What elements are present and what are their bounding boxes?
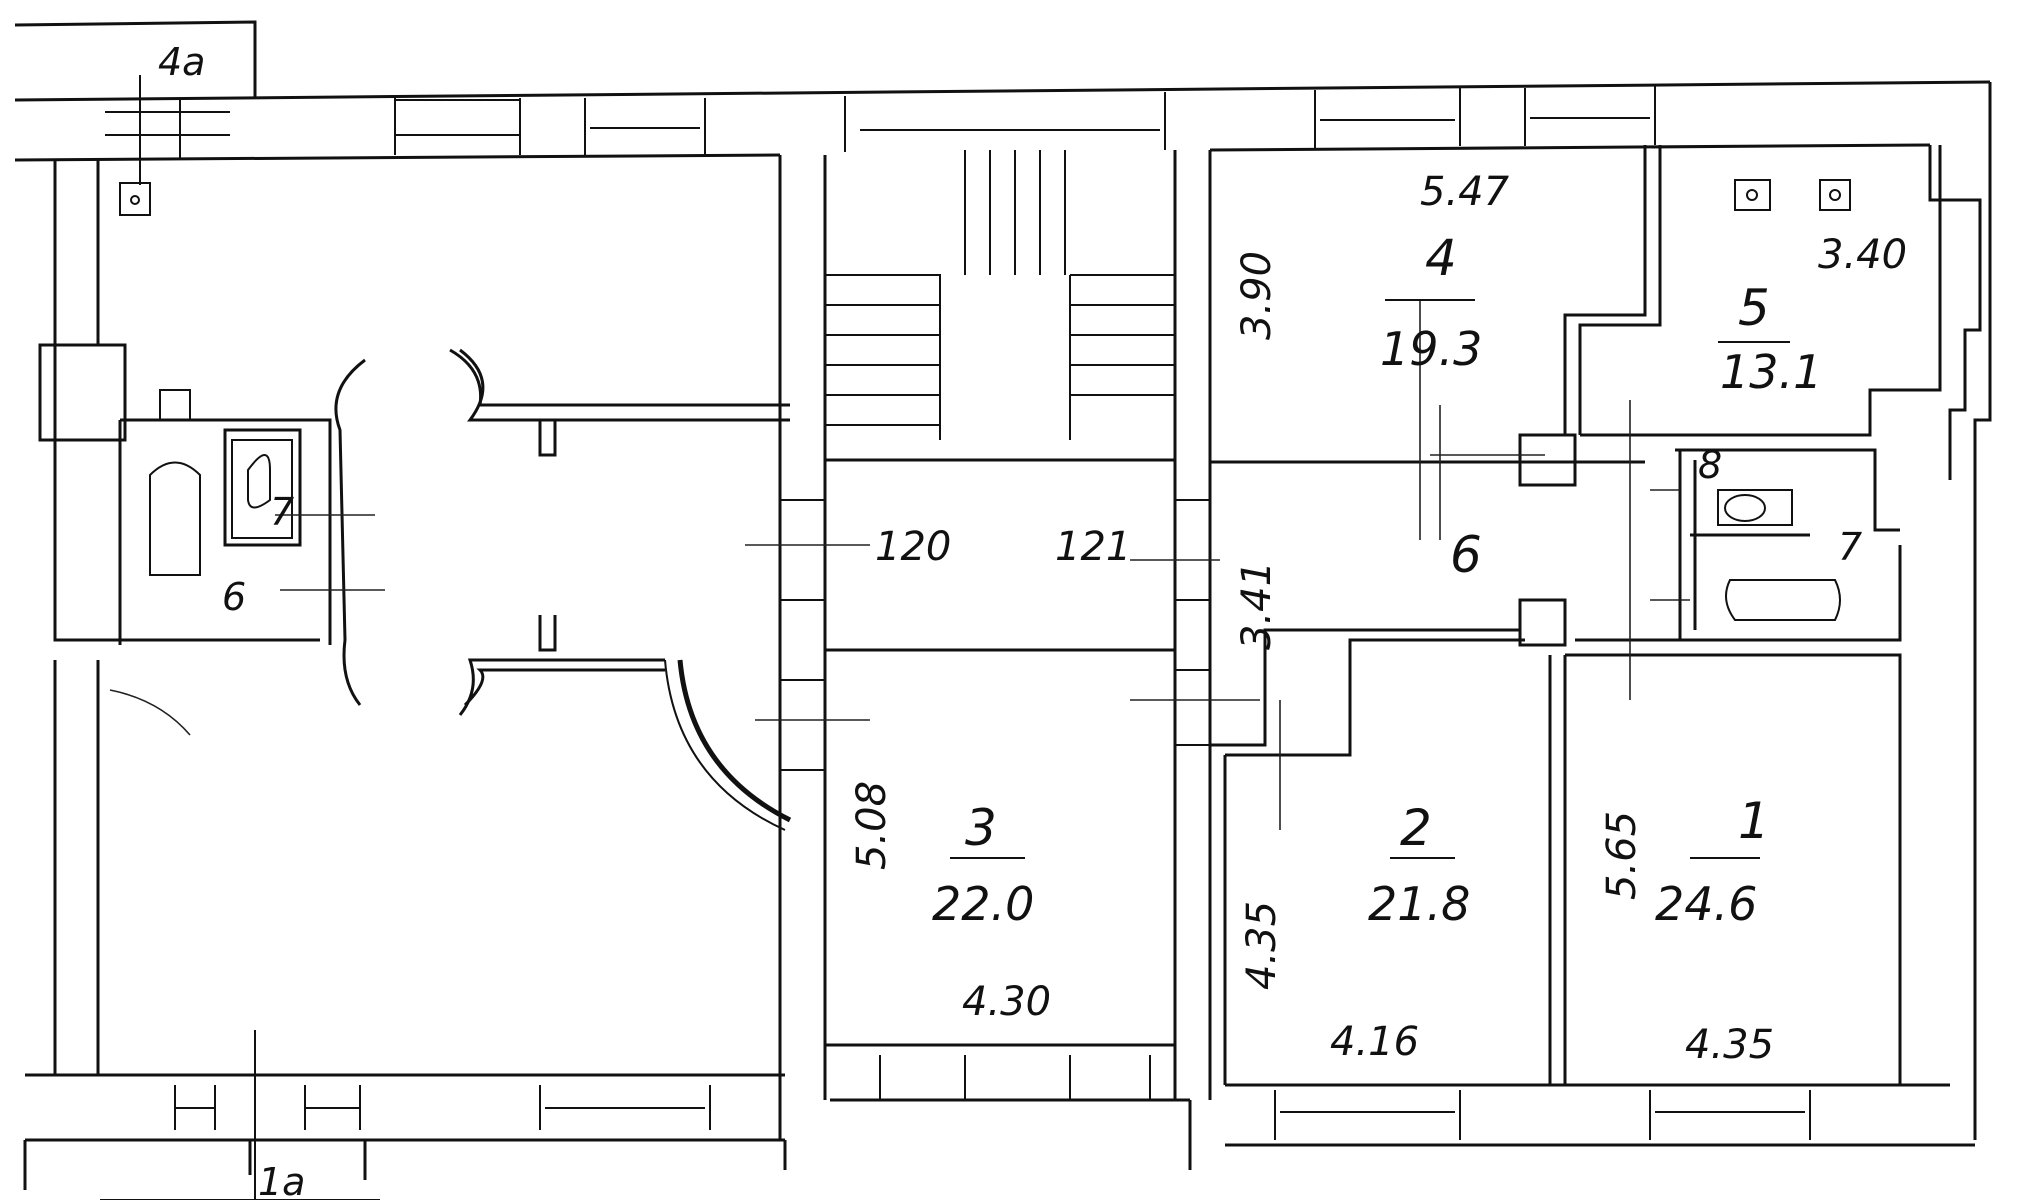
dim-room1-width: 4.35 xyxy=(1685,1022,1774,1068)
room-4-area: 19.3 xyxy=(1380,322,1482,376)
room-3-area: 22.0 xyxy=(932,877,1034,931)
room-2: 2 21.8 xyxy=(1368,799,1470,931)
room-1: 1 24.6 xyxy=(1655,792,1770,931)
room-2-number: 2 xyxy=(1400,799,1432,857)
right-fixtures xyxy=(745,179,1851,830)
dim-corridor-depth: 3.41 xyxy=(1234,561,1280,650)
windows-top xyxy=(105,86,1656,160)
stair-left-label: 120 xyxy=(875,524,951,570)
room-2-area: 21.8 xyxy=(1368,877,1470,931)
corridor-left-label: 6 xyxy=(222,575,246,619)
dim-room3-width: 4.30 xyxy=(962,979,1051,1025)
room-1-area: 24.6 xyxy=(1655,877,1757,931)
space-labels: 6 6 7 7 8 120 121 4a 1a xyxy=(158,40,1862,1200)
outer-walls xyxy=(14,20,1992,1190)
dim-room4-width: 5.47 xyxy=(1420,169,1510,215)
corridor-right-label: 6 xyxy=(1450,526,1482,584)
wc-left-label: 7 xyxy=(270,490,294,534)
axis-top-label: 4a xyxy=(158,40,205,84)
room-3: 3 22.0 xyxy=(932,799,1034,931)
windows-bottom xyxy=(174,1055,1811,1140)
dimension-labels: 5.47 3.90 3.40 3.41 5.08 4.30 4.35 4.16 … xyxy=(849,169,1907,1068)
bath-right-label: 8 xyxy=(1698,443,1722,487)
dim-room2-width: 4.16 xyxy=(1330,1019,1419,1065)
dim-room5-width: 3.40 xyxy=(1818,232,1907,278)
room-4-number: 4 xyxy=(1425,229,1457,287)
axis-markers xyxy=(100,75,380,1200)
dim-room2-depth: 4.35 xyxy=(1239,901,1285,990)
room-5-number: 5 xyxy=(1738,279,1770,337)
room-5-area: 13.1 xyxy=(1720,345,1822,399)
room-1-number: 1 xyxy=(1738,792,1770,850)
room-4: 4 19.3 xyxy=(1380,229,1482,376)
dim-room4-depth: 3.90 xyxy=(1234,251,1280,340)
inner-walls xyxy=(778,145,1942,1140)
dim-room1-depth: 5.65 xyxy=(1599,811,1645,900)
room-3-number: 3 xyxy=(965,799,997,857)
room-5: 5 13.1 xyxy=(1718,279,1822,399)
stair-right-label: 121 xyxy=(1055,524,1131,570)
axis-bottom-label: 1a xyxy=(258,1160,305,1200)
left-fixtures xyxy=(109,182,792,831)
wc-right-label: 7 xyxy=(1838,525,1862,569)
dim-room3-depth: 5.08 xyxy=(849,781,895,870)
